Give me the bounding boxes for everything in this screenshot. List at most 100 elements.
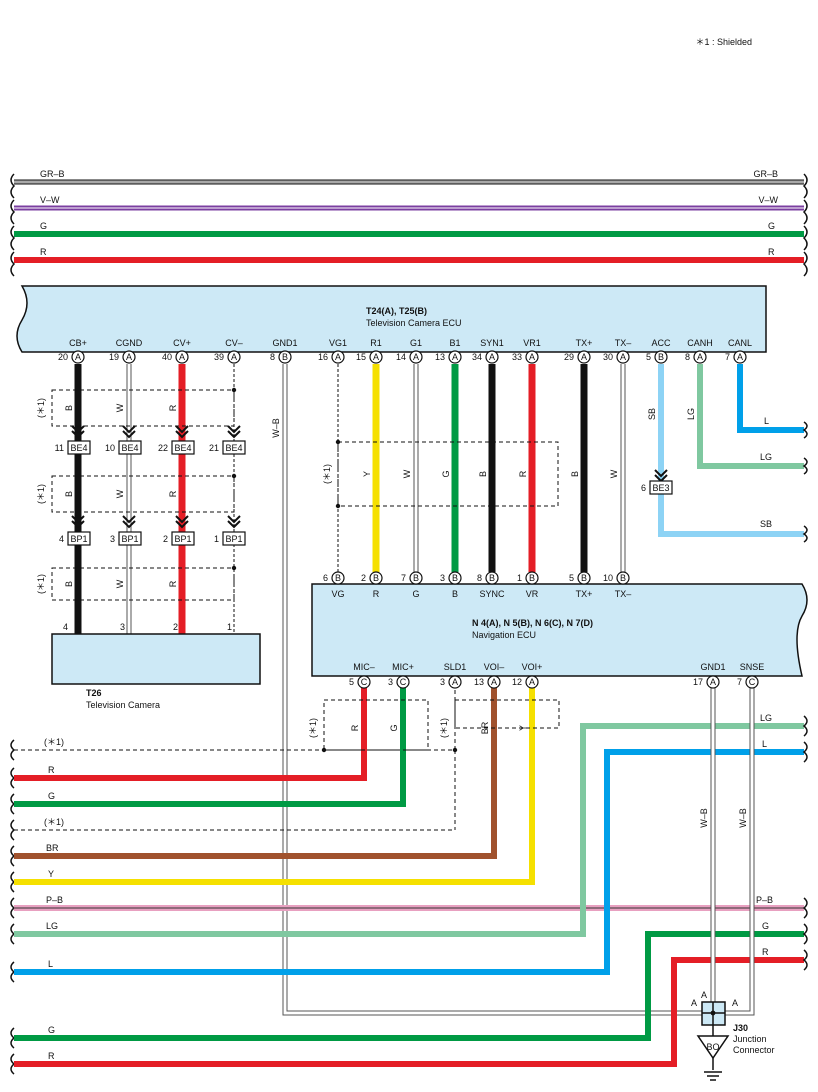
svg-text:3: 3 — [388, 677, 393, 687]
svg-text:1: 1 — [517, 573, 522, 583]
svg-text:A: A — [697, 352, 703, 362]
ground-bo: BO — [696, 1035, 730, 1081]
bp1-connectors: BP1 BP1 BP1 BP1 4 3 2 1 — [59, 531, 246, 546]
j30-name: J30 — [733, 1023, 748, 1033]
svg-text:7: 7 — [401, 573, 406, 583]
svg-text:12: 12 — [512, 677, 522, 687]
tv-pin-label-tx-plus: TX+ — [576, 338, 593, 348]
svg-text:C: C — [361, 677, 368, 687]
nav-pin-b: B3B — [440, 571, 462, 599]
svg-text:A: A — [737, 352, 743, 362]
wire-label-g-left: G — [40, 221, 47, 231]
svg-text:8: 8 — [685, 352, 690, 362]
svg-text:7: 7 — [737, 677, 742, 687]
nav-pin-mic-plus: C3 — [388, 675, 410, 689]
tv-pin-label-cgnd: CGND — [116, 338, 143, 348]
svg-text:B: B — [658, 352, 664, 362]
right-wire-sb: SB — [760, 519, 772, 529]
video-color-w: W — [402, 469, 412, 478]
svg-text:A: A — [126, 352, 132, 362]
svg-text:A: A — [231, 352, 237, 362]
j30-desc2: Connector — [733, 1045, 775, 1055]
tv-pin-vr1: A33 — [512, 350, 539, 364]
tv-pin-cb-plus: A20 — [58, 350, 85, 364]
tv-pin-canl: A7 — [725, 350, 747, 364]
navigation-ecu: N 4(A), N 5(B), N 6(C), N 7(D) Navigatio… — [311, 583, 808, 677]
nav-pin-mic-minus: C5 — [349, 675, 371, 689]
svg-text:16: 16 — [318, 352, 328, 362]
svg-text:A: A — [529, 352, 535, 362]
svg-text:6: 6 — [323, 573, 328, 583]
camera-pin-1: 1 — [227, 622, 232, 632]
svg-text:39: 39 — [214, 352, 224, 362]
be4-pin-21: 21 — [209, 443, 219, 453]
mic-color-r: R — [350, 724, 360, 731]
lower-wire-l-left: L — [48, 959, 53, 969]
svg-text:C: C — [749, 677, 756, 687]
tv-pin-label-acc: ACC — [651, 338, 671, 348]
nav-bottom-pin-labels: MIC– MIC+ SLD1 VOI– VOI+ GND1 SNSE — [353, 662, 764, 672]
svg-text:B: B — [282, 352, 288, 362]
shield-label-2: (＊1) — [36, 484, 46, 504]
acc-can-wires: BE3 6 SB LG L LG SB — [641, 364, 808, 543]
bp1-pin-3: 3 — [110, 534, 115, 544]
svg-text:13: 13 — [435, 352, 445, 362]
j30-pin-right: A — [732, 998, 738, 1008]
bp1-name-3: BP1 — [174, 534, 191, 544]
wire-label-v-w-right: V–W — [758, 195, 778, 205]
lower-shield-label-2: (＊1) — [44, 817, 64, 827]
lower-right-r: R — [762, 947, 769, 957]
wire-color-b-1: B — [64, 405, 74, 411]
nav-pin-snse: C7 — [737, 675, 759, 689]
svg-text:G: G — [412, 589, 419, 599]
video-color-b: B — [478, 471, 488, 477]
tv-pin-label-vg1: VG1 — [329, 338, 347, 348]
camera-desc: Television Camera — [86, 700, 160, 710]
lower-wire-r-bottom-left: R — [48, 1051, 55, 1061]
be4-name-4: BE4 — [225, 443, 242, 453]
svg-text:A: A — [179, 352, 185, 362]
tv-pin-label-gnd1: GND1 — [272, 338, 297, 348]
camera-wires: (＊1) (＊1) (＊1) B W R B W R B W R — [36, 364, 237, 634]
tv-pin-tx-minus: A30 — [603, 350, 630, 364]
shield-label-1: (＊1) — [36, 398, 46, 418]
canh-wire-color: LG — [686, 408, 696, 420]
tx-color-w: W — [609, 469, 619, 478]
mic-shield-label-2: (＊1) — [439, 718, 449, 738]
mic-shield: (＊1) (＊1) R G BR Y — [308, 699, 560, 753]
mic-color-y: Y — [518, 725, 528, 731]
tv-pin-label-cb-plus: CB+ — [69, 338, 87, 348]
tv-pin-label-syn1: SYN1 — [480, 338, 504, 348]
wire-label-g-right: G — [768, 221, 775, 231]
wire-label-v-w-left: V–W — [40, 195, 60, 205]
svg-text:A: A — [335, 352, 341, 362]
svg-text:B: B — [581, 573, 587, 583]
svg-text:TX+: TX+ — [576, 589, 593, 599]
be4-name-2: BE4 — [121, 443, 138, 453]
be3-pin: 6 — [641, 483, 646, 493]
tv-pin-label-cv-plus: CV+ — [173, 338, 191, 348]
tv-pin-cv-minus: A 39 — [214, 350, 241, 364]
nav-label-voi-plus: VOI+ — [522, 662, 543, 672]
nav-gnd-wire-color: W–B — [699, 808, 709, 828]
tv-pin-g1: A14 — [396, 350, 423, 364]
nav-ecu-desc: Navigation ECU — [472, 630, 536, 640]
tv-camera: 4 3 2 1 T26 Television Camera — [51, 622, 261, 710]
be4-name-1: BE4 — [70, 443, 87, 453]
svg-text:B: B — [620, 573, 626, 583]
svg-text:20: 20 — [58, 352, 68, 362]
svg-text:B: B — [452, 589, 458, 599]
wire-color-r-2: R — [168, 490, 178, 497]
video-color-r: R — [518, 470, 528, 477]
bp1-pin-1: 1 — [214, 534, 219, 544]
lower-right-l: L — [762, 739, 767, 749]
top-wire-g: G G — [10, 221, 808, 251]
tv-pin-label-g1: G1 — [410, 338, 422, 348]
wire-color-w-3: W — [115, 579, 125, 588]
svg-text:7: 7 — [725, 352, 730, 362]
svg-text:3: 3 — [440, 677, 445, 687]
